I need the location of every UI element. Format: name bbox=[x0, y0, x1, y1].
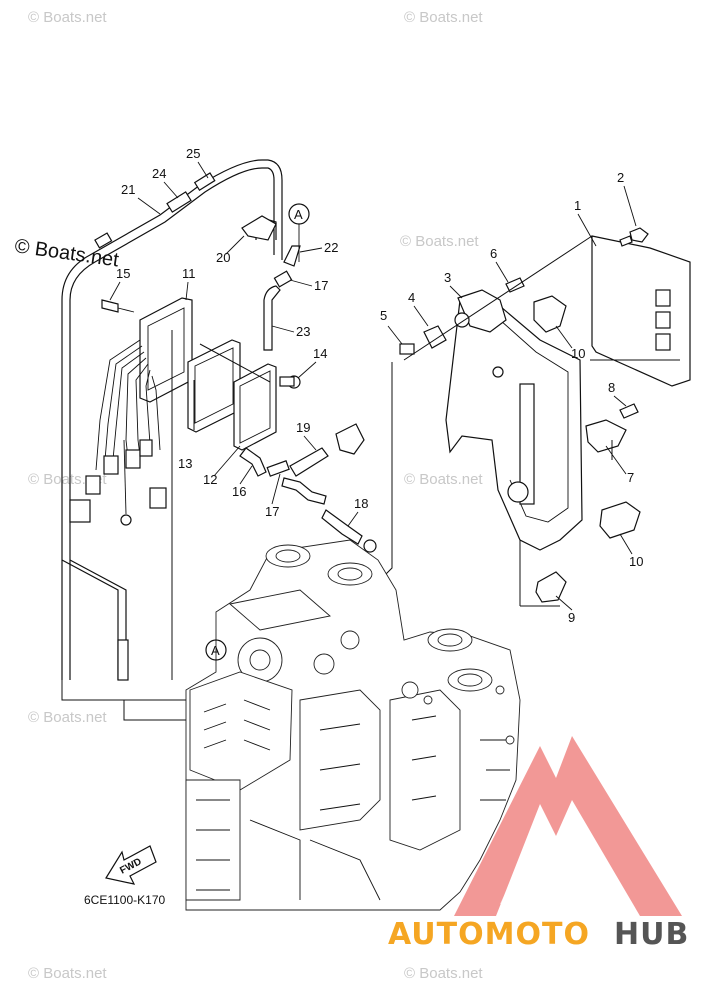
callout-22: 22 bbox=[324, 240, 338, 255]
callout-4: 4 bbox=[408, 290, 415, 305]
watermark: © Boats.net bbox=[28, 709, 107, 726]
ignition-coil-assembly bbox=[69, 297, 301, 526]
brand-triangle-icon bbox=[454, 736, 682, 916]
callout-19: 19 bbox=[296, 420, 310, 435]
callout-16: 16 bbox=[232, 484, 246, 499]
watermark: © Boats.net bbox=[404, 471, 483, 488]
wire-harness-loop bbox=[61, 159, 283, 681]
callout-6: 6 bbox=[490, 246, 497, 261]
brand-logo: AUTOMOTO HUB bbox=[388, 736, 689, 952]
callout-25: 25 bbox=[186, 146, 200, 161]
callout-17: 17 bbox=[314, 278, 328, 293]
watermark: © Boats.net bbox=[28, 9, 107, 26]
callout-24: 24 bbox=[152, 166, 166, 181]
watermark-group: © Boats.net © Boats.net © Boats.net © Bo… bbox=[13, 9, 483, 982]
callout-17: 17 bbox=[265, 504, 279, 519]
callout-13: 13 bbox=[178, 456, 192, 471]
watermark: © Boats.net bbox=[28, 965, 107, 982]
callout-7: 7 bbox=[627, 470, 634, 485]
callout-5: 5 bbox=[380, 308, 387, 323]
callout-2: 2 bbox=[617, 170, 624, 185]
callout-numbers: 1 2 3 4 5 6 7 8 9 10 10 11 12 13 14 15 1… bbox=[109, 146, 643, 625]
reference-label: A bbox=[211, 643, 220, 658]
reference-label: A bbox=[294, 207, 303, 222]
callout-10: 10 bbox=[571, 346, 585, 361]
callout-21: 21 bbox=[121, 182, 135, 197]
callout-10: 10 bbox=[629, 554, 643, 569]
callout-1: 1 bbox=[574, 198, 581, 213]
engine-block bbox=[185, 539, 521, 911]
brand-name-part1: AUTOMOTO bbox=[388, 917, 590, 952]
watermark: © Boats.net bbox=[404, 9, 483, 26]
reference-marker-a-top: A bbox=[288, 203, 310, 262]
callout-15: 15 bbox=[116, 266, 130, 281]
brand-name-part2: HUB bbox=[614, 917, 689, 952]
hose-assembly bbox=[239, 215, 377, 553]
reference-marker-a-engine: A bbox=[205, 639, 227, 661]
callout-23: 23 bbox=[296, 324, 310, 339]
callout-11: 11 bbox=[182, 266, 196, 281]
watermark: © Boats.net bbox=[404, 965, 483, 982]
watermark: © Boats.net bbox=[400, 233, 479, 250]
callout-8: 8 bbox=[608, 380, 615, 395]
callout-18: 18 bbox=[354, 496, 368, 511]
callout-14: 14 bbox=[313, 346, 327, 361]
forward-direction-indicator: FWD bbox=[105, 845, 157, 885]
callout-9: 9 bbox=[568, 610, 575, 625]
figure-code: 6CE1100-K170 bbox=[84, 893, 165, 907]
callout-3: 3 bbox=[444, 270, 451, 285]
